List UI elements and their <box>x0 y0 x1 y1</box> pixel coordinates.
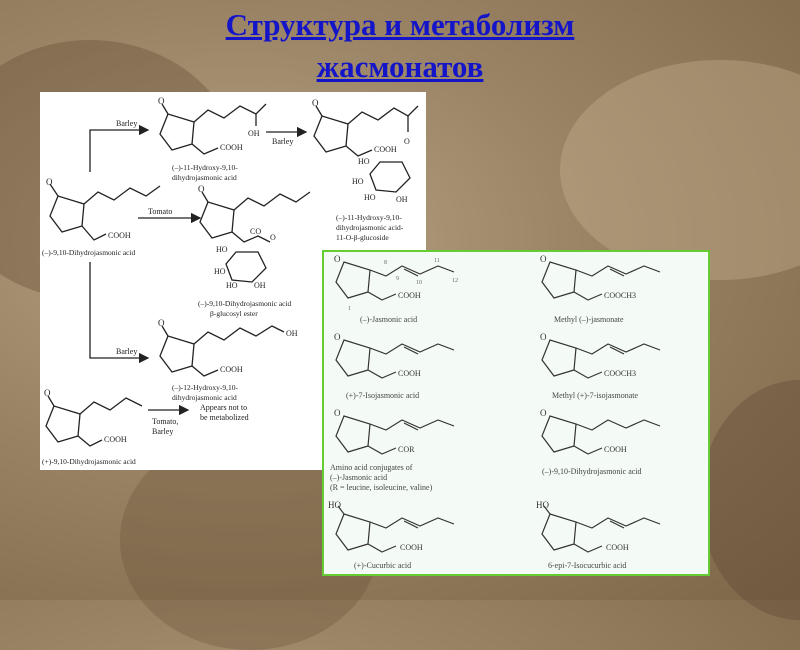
page-title: Структура и метаболизм жасмонатов <box>0 4 800 88</box>
label-co: CO <box>250 227 261 236</box>
label-ho: HO <box>216 245 228 254</box>
compound-dihydro-plus: (+)-9,10-Dihydrojasmonic acid <box>42 457 136 466</box>
compound-hydroxy12: dihydrojasmonic acid <box>172 393 237 402</box>
label-cooch3: COOCH3 <box>604 369 636 378</box>
label-cooh: COOH <box>400 543 423 552</box>
arrow-barley-top <box>89 124 150 172</box>
molecule-isojasmonic <box>335 339 455 379</box>
molecule-methyl-jasmonate <box>541 261 661 301</box>
compound-glucoside: 11-O-β-glucoside <box>336 233 389 242</box>
title-line-1: Структура и метаболизм <box>225 7 575 42</box>
compound-cucurbic: (+)-Cucurbic acid <box>354 561 411 570</box>
label-ho: HO <box>358 157 370 166</box>
compound-ester: β-glucosyl ester <box>210 309 258 318</box>
label-o: O <box>540 332 547 342</box>
compound-amino: (–)-Jasmonic acid <box>330 473 387 482</box>
label-o: O <box>270 233 276 242</box>
label-oh: OH <box>396 195 408 204</box>
label-o: O <box>312 98 319 108</box>
label-o: O <box>198 184 205 194</box>
label-ho: HO <box>352 177 364 186</box>
arrow-label-barley-top: Barley <box>116 119 137 128</box>
arrow-label-tomato: Tomato <box>148 207 172 216</box>
background-foliage <box>700 380 800 620</box>
label-ho: HO <box>328 500 341 510</box>
molecule-amino-conjugate <box>335 415 455 455</box>
note-appears-not: Appears not to <box>200 403 247 412</box>
compound-methyl-jasmonate: Methyl (–)-jasmonate <box>554 315 624 324</box>
label-cooh: COOH <box>220 365 243 374</box>
label-ho: HO <box>536 500 549 510</box>
label-o: O <box>334 332 341 342</box>
arrow-barley-mid <box>89 262 150 364</box>
compound-amino: Amino acid conjugates of <box>330 463 413 472</box>
compound-dihydro: (–)-9,10-Dihydrojasmonic acid <box>542 467 642 476</box>
compound-ester: (–)-9,10-Dihydrojasmonic acid <box>198 299 292 308</box>
label-o: O <box>334 408 341 418</box>
molecule-dihydro-plus <box>45 395 143 447</box>
structures-svg: O 8 9 11 10 12 1 COOH (–)-Jasmonic acid … <box>328 254 661 570</box>
label-o: O <box>46 177 53 187</box>
molecule-hydroxy12 <box>159 325 285 377</box>
background-foliage <box>560 60 800 280</box>
label-cooh: COOH <box>104 435 127 444</box>
label-ho: HO <box>364 193 376 202</box>
label-cooh: COOH <box>220 143 243 152</box>
label-cooh: COOH <box>604 445 627 454</box>
label-ho: HO <box>226 281 238 290</box>
molecule-jasmonic <box>335 261 455 301</box>
label-cooh: COOH <box>398 291 421 300</box>
compound-hydroxy11: (–)-11-Hydroxy-9,10- <box>172 163 238 172</box>
title-line-2: жасмонатов <box>316 49 484 84</box>
label-cooh: COOH <box>374 145 397 154</box>
label-cooch3: COOCH3 <box>604 291 636 300</box>
molecule-ester <box>199 191 311 283</box>
compound-isojasmonic: (+)-7-Isojasmonic acid <box>346 391 419 400</box>
label-o: O <box>540 254 547 264</box>
arrow-label-barley-right: Barley <box>272 137 293 146</box>
arrow-label-tomato: Tomato, <box>152 417 178 426</box>
label-o: O <box>334 254 341 264</box>
label-o: O <box>540 408 547 418</box>
metabolism-svg: O COOH (–)-9,10-Dihydrojasmonic acid Bar… <box>42 96 419 466</box>
arrow-label-barley: Barley <box>152 427 173 436</box>
molecule-methyl-isojasmonate <box>541 339 661 379</box>
compound-glucoside: dihydrojasmonic acid- <box>336 223 404 232</box>
label-cooh: COOH <box>606 543 629 552</box>
label-o: O <box>404 137 410 146</box>
atom-number: 12 <box>452 278 458 284</box>
compound-hydroxy11: dihydrojasmonic acid <box>172 173 237 182</box>
label-o: O <box>44 388 51 398</box>
molecule-hydroxy11 <box>159 103 267 155</box>
jasmonates-structures: O 8 9 11 10 12 1 COOH (–)-Jasmonic acid … <box>322 250 710 576</box>
atom-number: 9 <box>396 276 399 282</box>
label-ho: HO <box>214 267 226 276</box>
molecule-glucoside <box>313 105 419 193</box>
arrow-label-barley-mid: Barley <box>116 347 137 356</box>
label-oh: OH <box>248 129 260 138</box>
molecule-dihydrojasmonic <box>541 415 661 455</box>
compound-amino: (R = leucine, isoleucine, valine) <box>330 483 433 492</box>
compound-methyl-isojasmonate: Methyl (+)-7-isojasmonate <box>552 391 638 400</box>
label-cooh: COOH <box>398 369 421 378</box>
atom-number: 1 <box>348 306 351 312</box>
atom-number: 8 <box>384 260 387 266</box>
compound-dihydro-minus: (–)-9,10-Dihydrojasmonic acid <box>42 248 136 257</box>
molecule-cucurbic <box>335 505 455 553</box>
atom-number: 11 <box>434 258 440 264</box>
atom-number: 10 <box>416 280 422 286</box>
note-be-metabolized: be metabolized <box>200 413 249 422</box>
label-oh: OH <box>286 329 298 338</box>
molecule-isocucurbic <box>541 505 661 553</box>
label-o: O <box>158 96 165 106</box>
compound-glucoside: (–)-11-Hydroxy-9,10- <box>336 213 402 222</box>
label-cooh: COOH <box>108 231 131 240</box>
molecule-dihydro-minus <box>49 183 161 241</box>
label-oh: OH <box>254 281 266 290</box>
compound-jasmonic: (–)-Jasmonic acid <box>360 315 417 324</box>
label-cor: COR <box>398 445 415 454</box>
label-o: O <box>158 318 165 328</box>
compound-isocucurbic: 6-epi-7-Isocucurbic acid <box>548 561 626 570</box>
compound-hydroxy12: (–)-12-Hydroxy-9,10- <box>172 383 239 392</box>
